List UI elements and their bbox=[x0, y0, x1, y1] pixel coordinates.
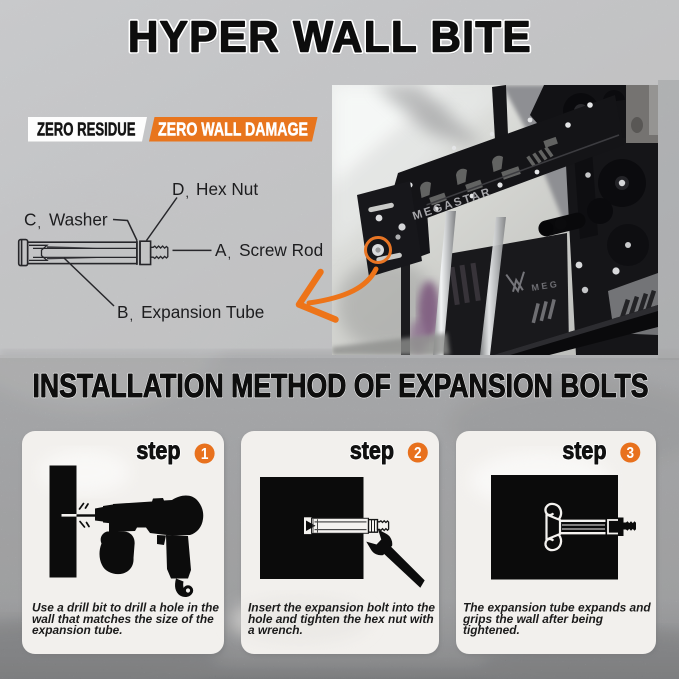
svg-text:wall that matches the size of: wall that matches the size of the bbox=[32, 612, 214, 626]
svg-text:A,Screw Rod: A,Screw Rod bbox=[215, 240, 323, 261]
svg-text:1: 1 bbox=[201, 446, 209, 463]
svg-text:INSTALLATION METHOD OF EXPANSI: INSTALLATION METHOD OF EXPANSION BOLTS bbox=[33, 368, 649, 405]
svg-text:HYPER WALL BITE: HYPER WALL BITE bbox=[128, 14, 532, 62]
svg-text:Insert the expansion bolt into: Insert the expansion bolt into the bbox=[248, 601, 435, 615]
svg-text:ZERO RESIDUE: ZERO RESIDUE bbox=[37, 119, 136, 140]
svg-text:step: step bbox=[136, 436, 180, 464]
svg-text:step: step bbox=[350, 436, 394, 464]
svg-text:a wrench.: a wrench. bbox=[248, 623, 303, 637]
svg-text:expansion tube.: expansion tube. bbox=[32, 623, 123, 637]
svg-text:HYPER WALL BITE: HYPER WALL BITE bbox=[128, 14, 532, 62]
svg-text:The expansion tube expands and: The expansion tube expands and bbox=[463, 601, 651, 615]
svg-text:MEG: MEG bbox=[531, 279, 560, 293]
svg-text:HYPER WALL BITE: HYPER WALL BITE bbox=[129, 16, 533, 64]
svg-text:B,Expansion Tube: B,Expansion Tube bbox=[117, 302, 264, 323]
svg-text:2: 2 bbox=[414, 445, 422, 462]
svg-text:INSTALLATION METHOD OF EXPANSI: INSTALLATION METHOD OF EXPANSION BOLTS bbox=[33, 368, 649, 405]
svg-text:step: step bbox=[562, 436, 606, 464]
svg-text:tightened.: tightened. bbox=[463, 623, 520, 637]
svg-text:ZERO WALL DAMAGE: ZERO WALL DAMAGE bbox=[158, 119, 308, 140]
svg-text:step: step bbox=[562, 436, 606, 464]
svg-text:3: 3 bbox=[627, 445, 635, 462]
svg-text:step: step bbox=[136, 436, 180, 464]
svg-text:Use a drill bit to drill a hol: Use a drill bit to drill a hole in the bbox=[32, 601, 219, 615]
svg-text:step: step bbox=[350, 436, 394, 464]
svg-text:grips the wall after being: grips the wall after being bbox=[462, 612, 604, 626]
svg-text:hole and tighten the hex nut w: hole and tighten the hex nut with bbox=[248, 612, 434, 626]
